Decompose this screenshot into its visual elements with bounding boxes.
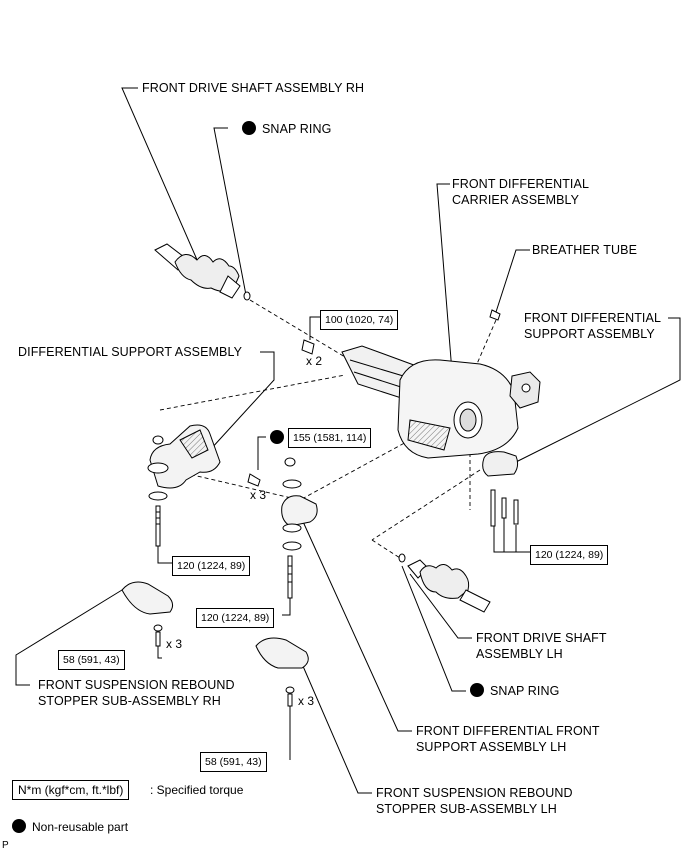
label-rebound-lh-line1: FRONT SUSPENSION REBOUND bbox=[376, 786, 573, 800]
nonreusable-icon bbox=[270, 430, 284, 444]
nonreusable-icon bbox=[242, 121, 256, 135]
torque-155: 155 (1581, 114) bbox=[288, 428, 372, 448]
carrier-drawing bbox=[301, 309, 541, 459]
label-differential-support-assembly: DIFFERENTIAL SUPPORT ASSEMBLY bbox=[18, 345, 243, 359]
snap-ring-bottom-text: SNAP RING bbox=[490, 684, 560, 698]
multiplier-x3-bolt: x 3 bbox=[250, 488, 267, 502]
torque-58-mid: 58 (591, 43) bbox=[200, 752, 267, 772]
legend-unit-box: N*m (kgf*cm, ft.*lbf) bbox=[12, 780, 130, 800]
drive-shaft-rh-drawing bbox=[154, 243, 251, 301]
label-diff-support-line2: SUPPORT ASSEMBLY bbox=[524, 327, 655, 341]
label-snap-ring-top: SNAP RING bbox=[242, 121, 331, 137]
label-breather-tube: BREATHER TUBE bbox=[532, 243, 638, 257]
label-front-support-lh-line1: FRONT DIFFERENTIAL FRONT bbox=[416, 724, 600, 738]
multiplier-x2: x 2 bbox=[306, 354, 323, 368]
torque-58-left: 58 (591, 43) bbox=[58, 650, 125, 670]
label-drive-shaft-lh-line1: FRONT DRIVE SHAFT bbox=[476, 631, 607, 645]
multiplier-x3-left: x 3 bbox=[166, 637, 183, 651]
leader-lines bbox=[15, 87, 681, 794]
torque-120-left: 120 (1224, 89) bbox=[172, 556, 251, 576]
support-right-drawing bbox=[482, 451, 519, 527]
drive-shaft-lh-drawing bbox=[398, 553, 491, 613]
legend-nonreusable-text: Non-reusable part bbox=[32, 820, 129, 834]
support-rh-drawing bbox=[147, 424, 221, 547]
label-front-support-lh-line2: SUPPORT ASSEMBLY LH bbox=[416, 740, 567, 754]
rebound-rh-drawing bbox=[121, 581, 174, 647]
label-rebound-rh-line1: FRONT SUSPENSION REBOUND bbox=[38, 678, 235, 692]
multiplier-x3-mid: x 3 bbox=[298, 694, 315, 708]
rebound-lh-drawing bbox=[255, 637, 309, 707]
support-lh-drawing bbox=[247, 457, 318, 599]
torque-100: 100 (1020, 74) bbox=[320, 310, 399, 330]
torque-120-mid: 120 (1224, 89) bbox=[196, 608, 275, 628]
nonreusable-icon bbox=[470, 683, 484, 697]
corner-mark: P bbox=[2, 840, 9, 851]
label-snap-ring-bottom: SNAP RING bbox=[470, 683, 559, 699]
label-carrier-line1: FRONT DIFFERENTIAL bbox=[452, 177, 589, 191]
legend-nonreusable: Non-reusable part bbox=[12, 819, 128, 835]
legend-unit-desc: : Specified torque bbox=[150, 783, 244, 797]
label-carrier-line2: CARRIER ASSEMBLY bbox=[452, 193, 580, 207]
label-rebound-lh-line2: STOPPER SUB-ASSEMBLY LH bbox=[376, 802, 557, 816]
label-diff-support-line1: FRONT DIFFERENTIAL bbox=[524, 311, 661, 325]
torque-120-right: 120 (1224, 89) bbox=[530, 545, 609, 565]
label-rebound-rh-line2: STOPPER SUB-ASSEMBLY RH bbox=[38, 694, 221, 708]
nonreusable-icon bbox=[12, 819, 26, 833]
label-drive-shaft-lh-line2: ASSEMBLY LH bbox=[476, 647, 563, 661]
label-front-drive-shaft-rh: FRONT DRIVE SHAFT ASSEMBLY RH bbox=[142, 81, 365, 95]
snap-ring-top-text: SNAP RING bbox=[262, 122, 332, 136]
alignment-lines bbox=[149, 299, 497, 559]
